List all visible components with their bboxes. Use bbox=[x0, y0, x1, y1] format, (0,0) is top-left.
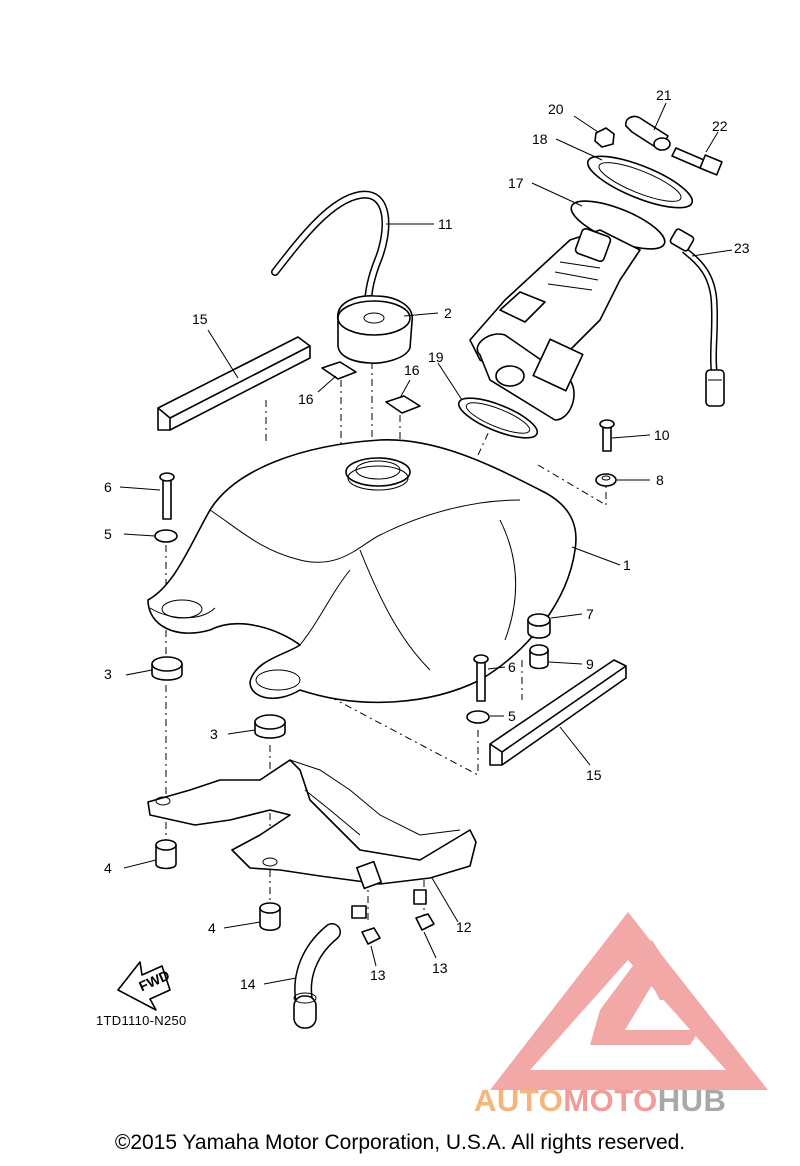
callout-23: 23 bbox=[734, 240, 750, 256]
bolt-10 bbox=[599, 419, 615, 452]
pump-gasket bbox=[457, 397, 539, 439]
callout-16b: 16 bbox=[404, 362, 420, 378]
callout-7: 7 bbox=[586, 606, 594, 622]
callout-5: 5 bbox=[104, 526, 112, 542]
bolt-22 bbox=[671, 147, 723, 176]
damper-7 bbox=[527, 613, 551, 639]
fuel-tank bbox=[147, 439, 577, 704]
callout-21: 21 bbox=[656, 87, 672, 103]
callout-11: 11 bbox=[438, 216, 453, 232]
nut-13-left bbox=[361, 927, 381, 945]
washer-5-right bbox=[466, 710, 490, 724]
callout-10: 10 bbox=[654, 427, 670, 443]
insulation-pad-bottom bbox=[489, 659, 627, 766]
callout-12: 12 bbox=[456, 919, 472, 935]
watermark-text: AUTOMOTOHUB bbox=[474, 1083, 726, 1119]
collar-4-lower bbox=[259, 902, 281, 932]
damper-3-lower bbox=[254, 714, 286, 739]
washer-5-left bbox=[154, 529, 178, 543]
damper-16-left bbox=[321, 361, 357, 380]
fuel-cap bbox=[337, 295, 413, 364]
bolt-6-right bbox=[473, 654, 489, 702]
callout-15: 15 bbox=[192, 311, 208, 327]
callout-19: 19 bbox=[428, 349, 444, 365]
callout-8: 8 bbox=[656, 472, 664, 488]
callout-16: 16 bbox=[298, 391, 314, 407]
drawing-code: 1TD1110-N250 bbox=[96, 1013, 187, 1028]
callout-6: 6 bbox=[104, 479, 112, 495]
tank-bracket bbox=[147, 759, 477, 919]
fitting-21 bbox=[624, 115, 671, 151]
callouts: 1 2 3 3 4 4 5 5 6 6 7 8 9 10 11 12 13 bbox=[104, 87, 750, 992]
pump-plate bbox=[586, 155, 694, 209]
copyright-notice: ©2015 Yamaha Motor Corporation, U.S.A. A… bbox=[114, 1131, 686, 1154]
callout-3: 3 bbox=[104, 666, 112, 682]
callout-17: 17 bbox=[508, 175, 524, 191]
watermark-moto: MOTO bbox=[563, 1083, 658, 1118]
collar-9 bbox=[529, 644, 549, 670]
watermark-auto: AUTO bbox=[474, 1083, 564, 1118]
callout-4b: 4 bbox=[208, 920, 216, 936]
fuel-pump-assembly bbox=[469, 200, 666, 421]
callout-14: 14 bbox=[240, 976, 256, 992]
callout-6b: 6 bbox=[508, 659, 516, 675]
hose-14 bbox=[293, 923, 341, 1029]
insulation-pad-top bbox=[157, 336, 311, 431]
callout-13: 13 bbox=[370, 967, 386, 983]
fwd-arrow: FWD bbox=[117, 961, 172, 1011]
callout-2: 2 bbox=[444, 305, 452, 321]
callout-1: 1 bbox=[623, 557, 631, 573]
collar-8 bbox=[595, 473, 617, 487]
callout-13b: 13 bbox=[432, 960, 448, 976]
callout-15b: 15 bbox=[586, 767, 602, 783]
nut-13-right bbox=[415, 913, 435, 931]
callout-22: 22 bbox=[712, 118, 728, 134]
collar-4-upper bbox=[155, 839, 177, 870]
damper-3-upper bbox=[151, 656, 183, 681]
damper-16-right bbox=[385, 395, 421, 414]
callout-4: 4 bbox=[104, 860, 112, 876]
callout-3b: 3 bbox=[210, 726, 218, 742]
callout-18: 18 bbox=[532, 131, 548, 147]
nut-20 bbox=[594, 127, 615, 148]
bolt-6-left bbox=[159, 472, 175, 520]
watermark-logo bbox=[490, 912, 768, 1090]
fuel-hose-23 bbox=[669, 228, 725, 407]
callout-5b: 5 bbox=[508, 708, 516, 724]
watermark-hub: HUB bbox=[657, 1083, 727, 1118]
callout-20: 20 bbox=[548, 101, 564, 117]
breather-hose-inner bbox=[272, 192, 388, 308]
callout-9: 9 bbox=[586, 656, 594, 672]
